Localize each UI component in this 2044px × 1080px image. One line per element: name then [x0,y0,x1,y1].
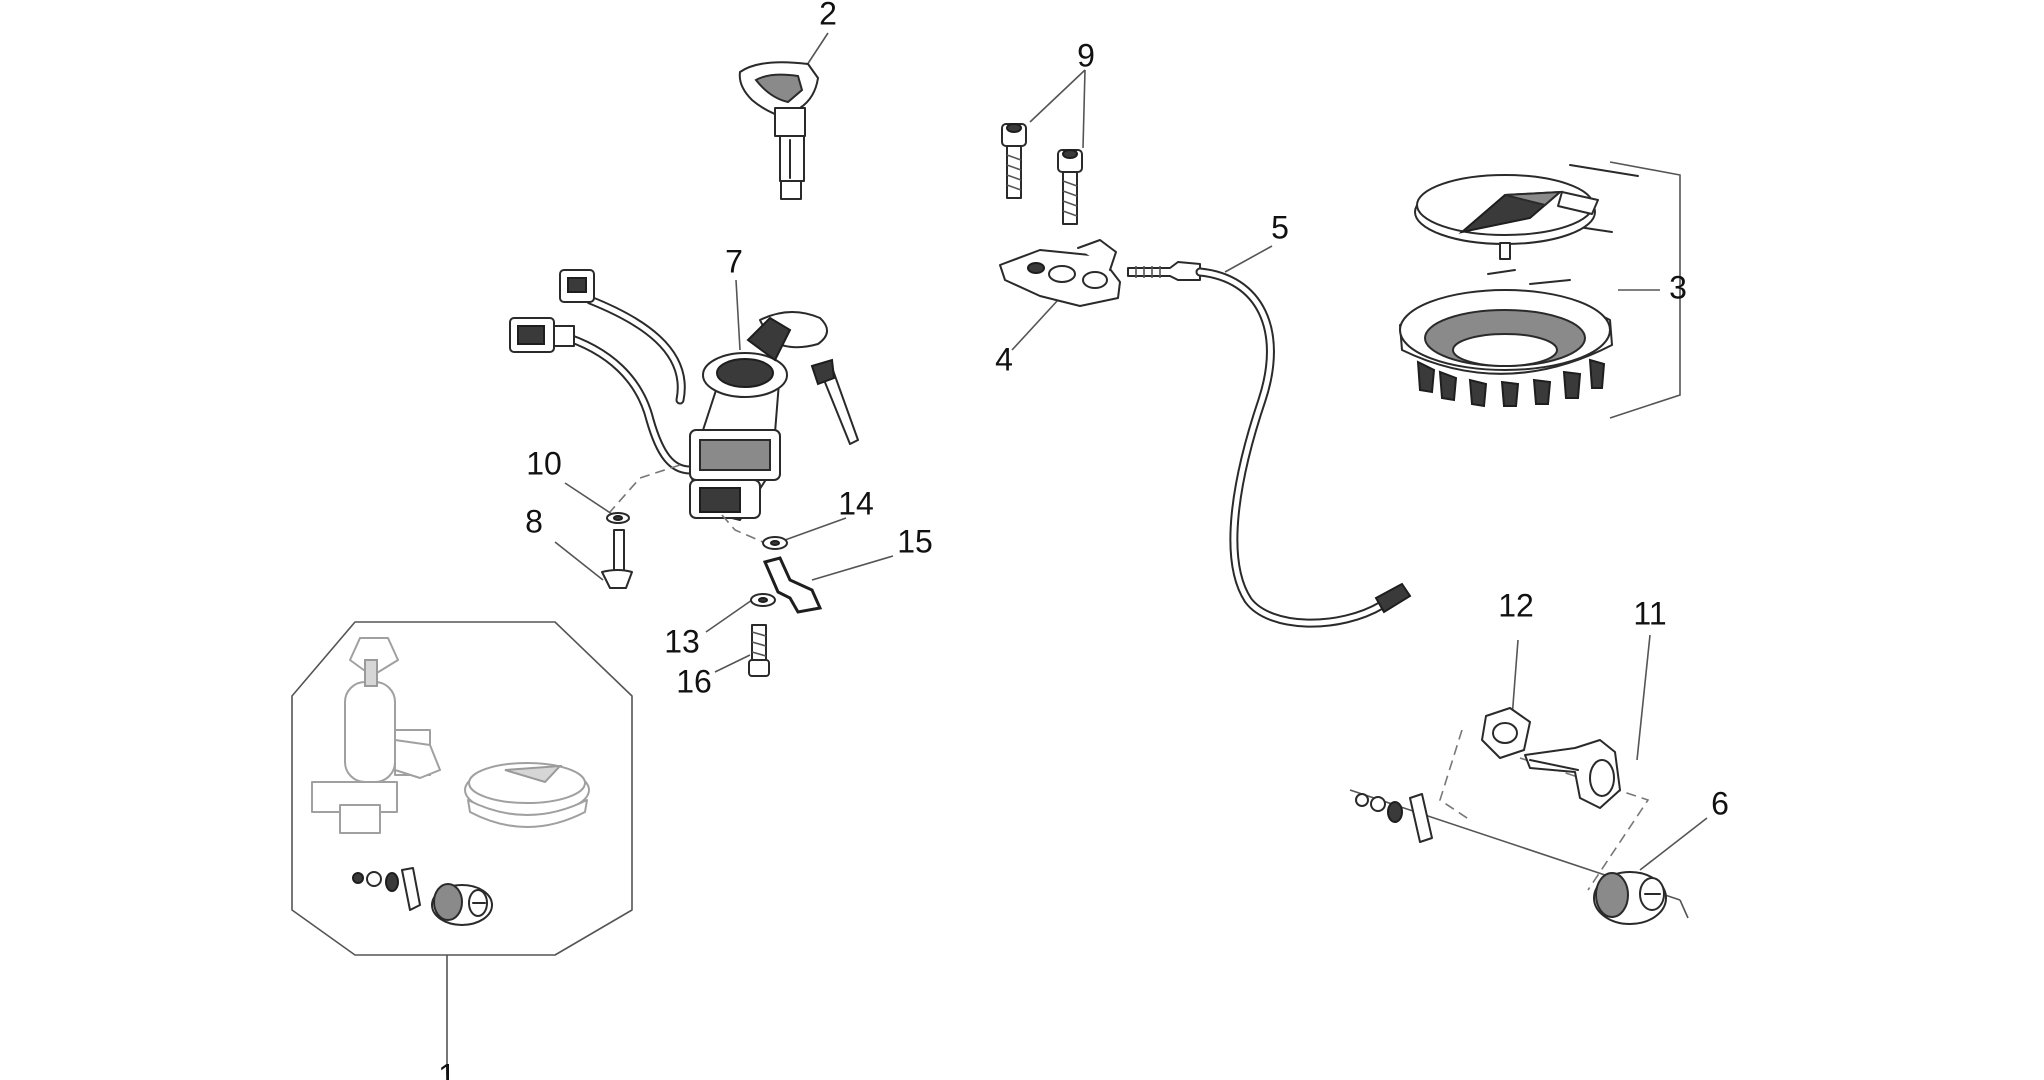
callout-7: 7 [725,243,743,279]
kit-ignition-switch [311,637,441,834]
kit-fuel-cap [464,762,590,828]
callout-10: 10 [526,445,562,481]
callout-15: 15 [897,523,933,559]
callout-6: 6 [1711,785,1729,821]
ignition-switch-assembly [509,269,859,521]
seat-lock-assembly [1349,707,1689,925]
callout-9: 9 [1077,37,1095,73]
callout-1: 1 [438,1057,456,1080]
callout-13: 13 [664,623,700,659]
callout-4: 4 [995,341,1013,377]
bolts [1001,123,1083,225]
leader-lines [446,32,1708,1075]
cable-bracket [999,239,1121,307]
callout-5: 5 [1271,209,1289,245]
callout-8: 8 [525,503,543,539]
fuel-cap-assembly [1399,164,1639,408]
callout-numbers: 1 2 3 4 5 6 7 8 9 10 11 12 13 14 15 16 [438,0,1729,1080]
lock-kit-box [291,621,633,956]
ignition-key [738,61,819,200]
callout-3: 3 [1669,269,1687,305]
callout-16: 16 [676,663,712,699]
callout-11: 11 [1633,595,1666,631]
callout-12: 12 [1498,587,1534,623]
kit-small-parts [352,867,493,926]
callout-2: 2 [819,0,837,31]
callout-14: 14 [838,485,874,521]
release-cable [1127,261,1412,628]
ignition-hardware [601,464,823,677]
